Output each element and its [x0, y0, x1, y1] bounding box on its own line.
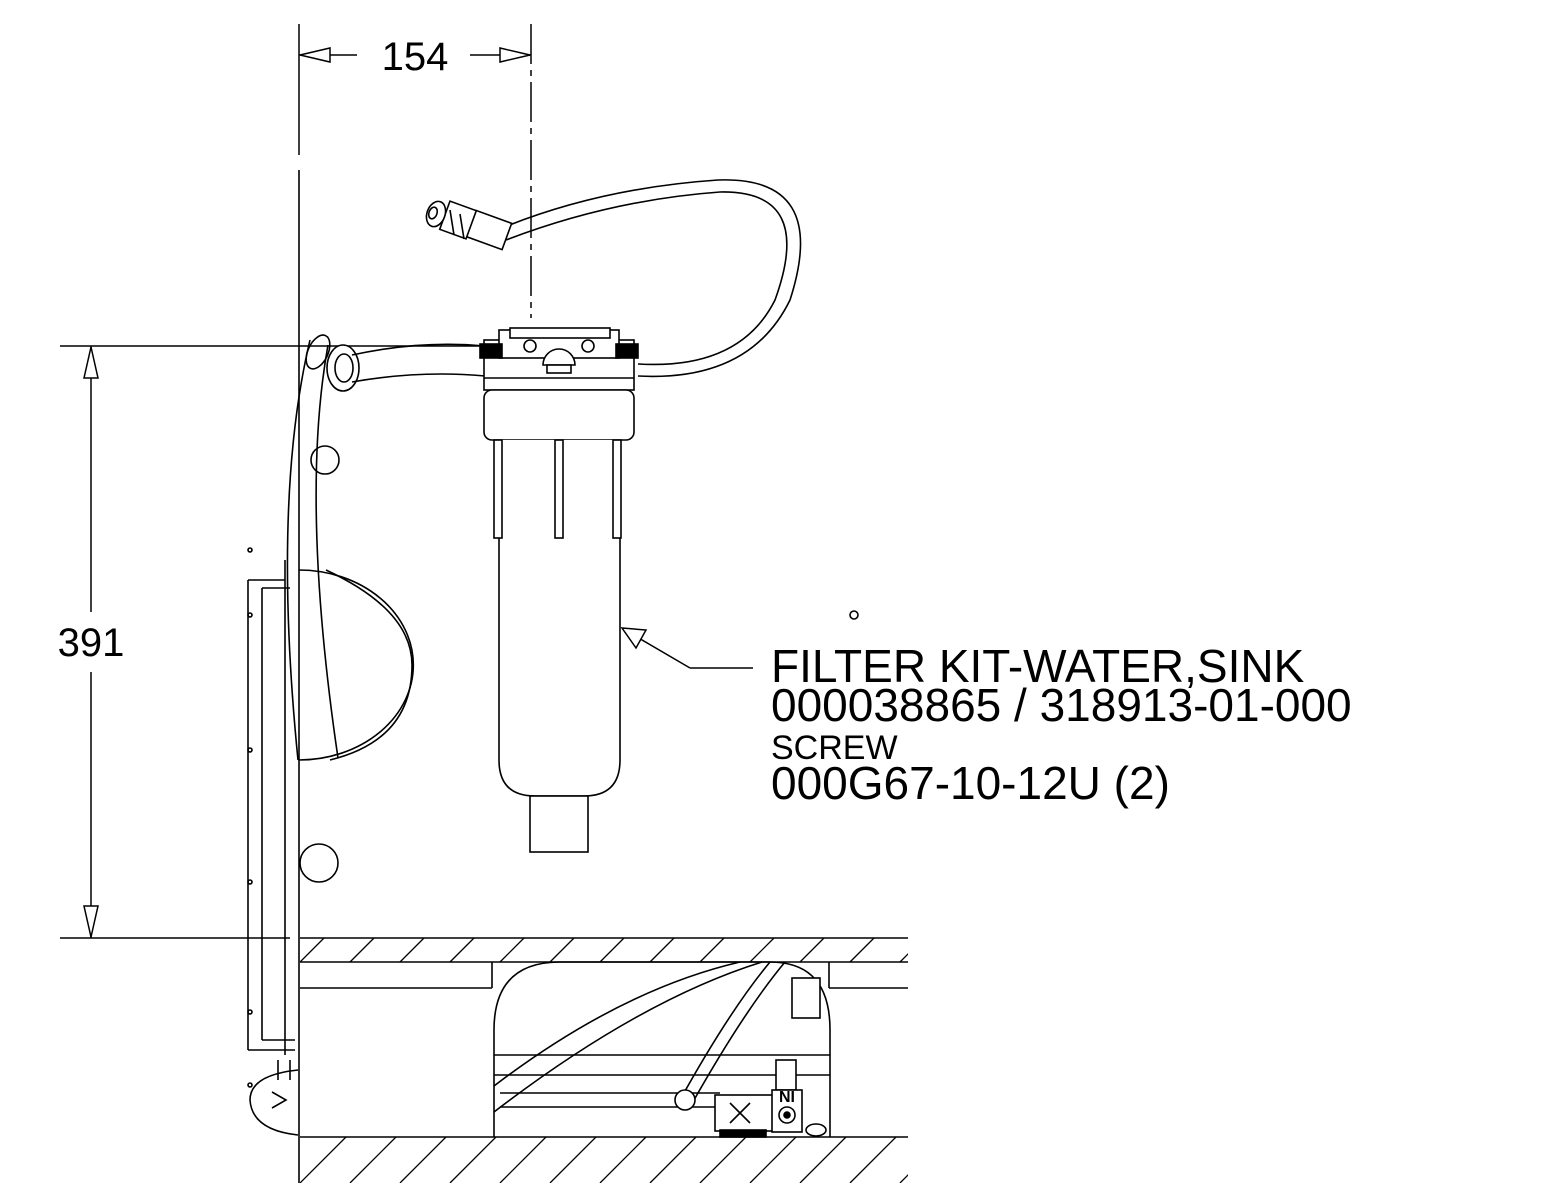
- screw-number-label: 000G67-10-12U (2): [771, 757, 1170, 809]
- elbow-fitting: [326, 343, 486, 392]
- callout-leader: [620, 627, 753, 669]
- reference-marker: [849, 610, 859, 620]
- back-panel: [298, 445, 415, 883]
- part-name-label: FILTER KIT-WATER,SINK: [771, 640, 1305, 692]
- filter-bowl: [493, 439, 622, 853]
- valve-label: NI: [779, 1089, 795, 1106]
- dimension-horizontal-label: 154: [382, 35, 449, 79]
- cabinet-wall: [247, 170, 300, 1183]
- valve-assembly: [674, 1059, 827, 1138]
- part-numbers-label: 000038865 / 318913-01-000: [771, 679, 1352, 731]
- supply-hose: [286, 334, 339, 761]
- dimension-vertical-label: 391: [58, 621, 125, 665]
- compression-fitting: [425, 200, 513, 251]
- screw-label: SCREW: [771, 729, 898, 767]
- outlet-tube: [501, 179, 802, 378]
- filter-bracket: [483, 389, 635, 441]
- filter-head: [479, 327, 639, 391]
- drain-loop: [249, 1069, 299, 1136]
- section-hatching: [300, 938, 908, 1183]
- dimension-horizontal: [298, 24, 532, 318]
- base-cutout: [493, 961, 831, 1137]
